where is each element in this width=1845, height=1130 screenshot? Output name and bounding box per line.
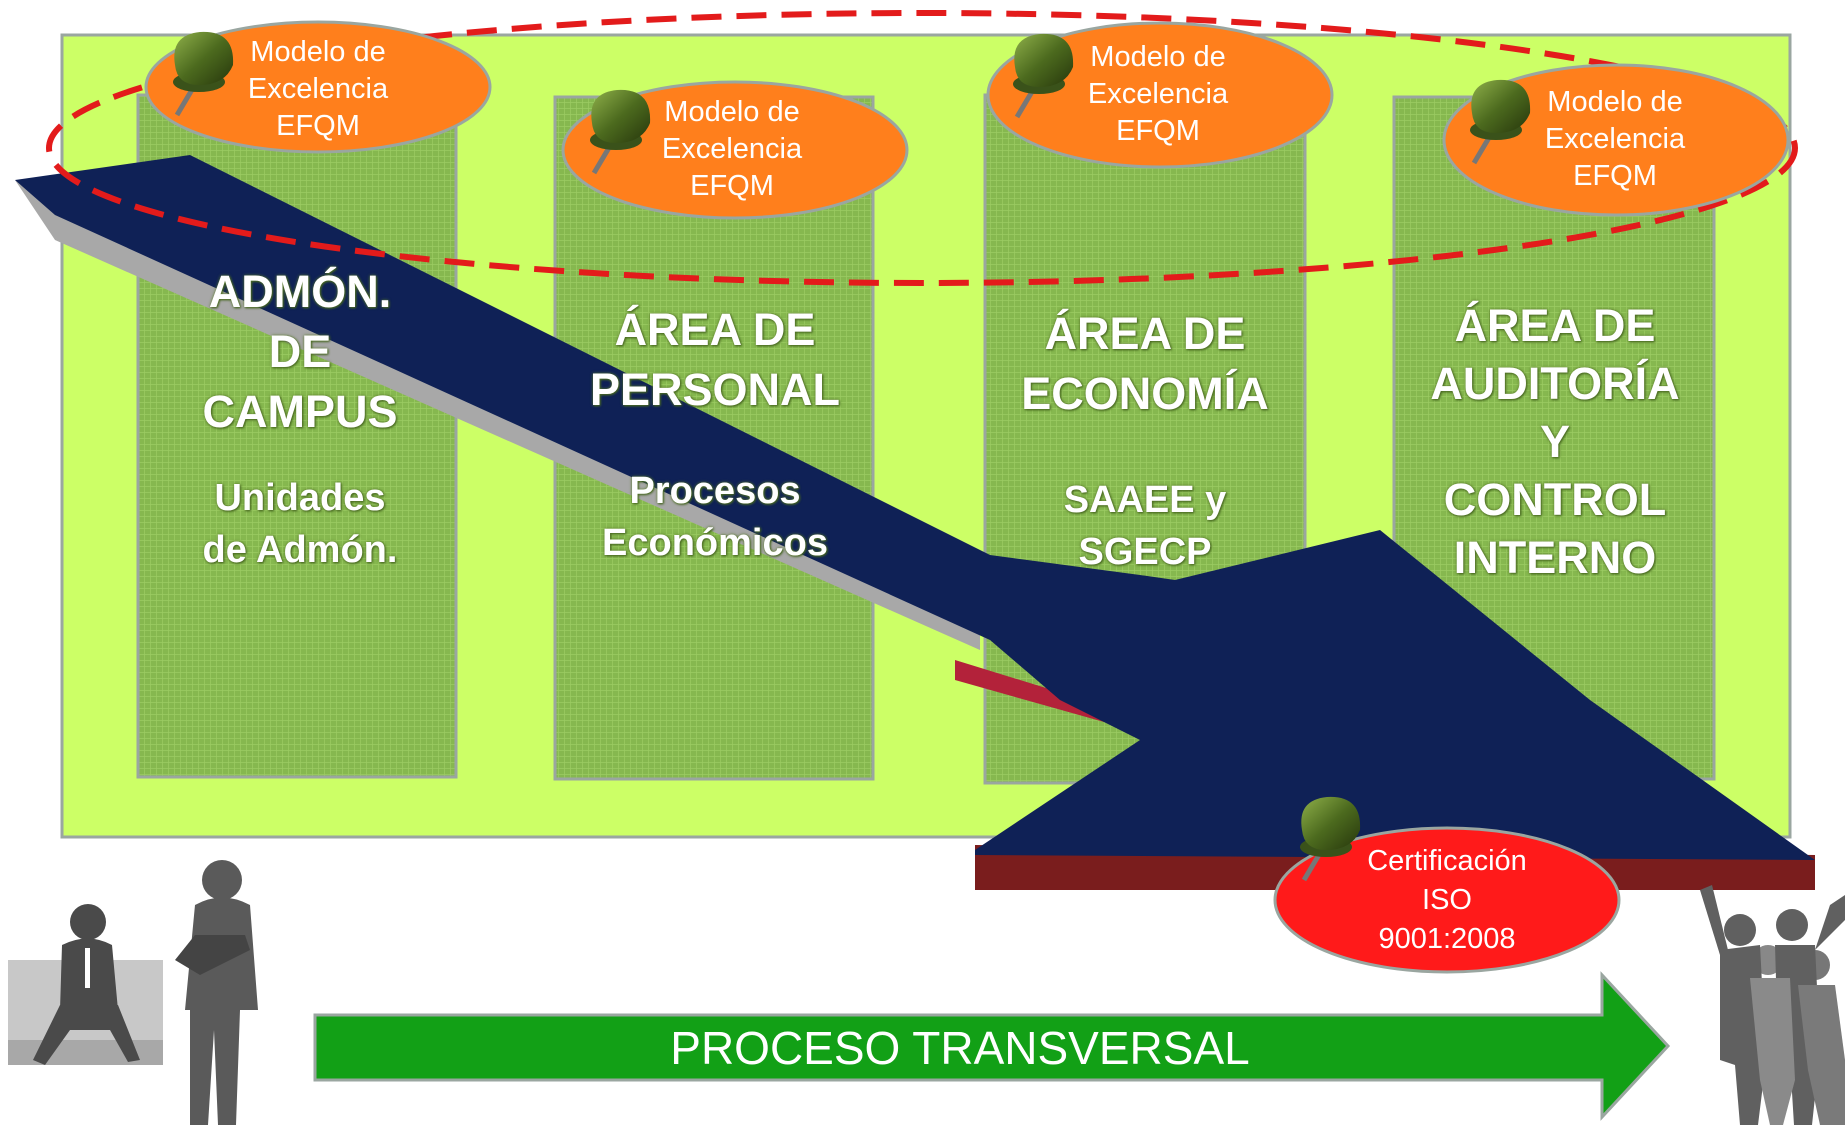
- iso-label: Certificación ISO 9001:2008: [1325, 842, 1569, 959]
- efqm-dashed-ring: [46, 10, 1798, 286]
- column-3-text: ÁREA DE ECONOMÍA SAAEE y SGECP: [990, 304, 1300, 578]
- column-2-title-line: ÁREA DE: [614, 304, 816, 355]
- column-2-subtitle-line: Económicos: [602, 522, 828, 564]
- column-1-title: ADMÓN. DE CAMPUS: [150, 262, 450, 442]
- column-1-subtitle-line: de Admón.: [202, 529, 398, 571]
- pushpin-icon: [1300, 796, 1361, 882]
- column-2-text: ÁREA DE PERSONAL Procesos Económicos: [560, 300, 870, 569]
- column-3-subtitle: SAAEE y SGECP: [990, 474, 1300, 578]
- efqm-line-2: Excelencia: [1544, 123, 1686, 155]
- column-4-title-line: CONTROL: [1443, 474, 1667, 525]
- column-4-title-line: ÁREA DE: [1454, 300, 1656, 351]
- efqm-line-3: EFQM: [276, 110, 360, 142]
- process-arrow: [313, 971, 1671, 1121]
- efqm-line-1: Modelo de: [1547, 86, 1683, 118]
- column-4-title-line: INTERNO: [1453, 532, 1657, 583]
- column-4-title-line: AUDITORÍA: [1430, 358, 1680, 409]
- iso-line-1: Certificación: [1367, 845, 1527, 877]
- column-3-title-line: ECONOMÍA: [1021, 368, 1269, 419]
- pushpin-icon: [173, 31, 234, 117]
- column-1-title-line: CAMPUS: [202, 386, 398, 437]
- pushpin-icon: [590, 89, 651, 175]
- column-2-subtitle-line: Procesos: [629, 470, 801, 512]
- column-4-title-line: Y: [1539, 416, 1570, 467]
- column-3-subtitle-line: SAAEE y: [1063, 479, 1227, 521]
- efqm-line-2: Excelencia: [247, 73, 389, 105]
- iso-line-3: 9001:2008: [1378, 923, 1516, 955]
- iso-line-2: ISO: [1422, 884, 1472, 916]
- column-1-subtitle-line: Unidades: [214, 477, 386, 519]
- efqm-pill-4: [1442, 63, 1790, 217]
- column-1-text: ADMÓN. DE CAMPUS Unidades de Admón.: [150, 262, 450, 576]
- column-1-title-line: ADMÓN.: [208, 266, 392, 317]
- column-2-title: ÁREA DE PERSONAL: [560, 300, 870, 420]
- column-3-title-line: ÁREA DE: [1044, 308, 1246, 359]
- pushpin-icon: [1013, 33, 1074, 119]
- seated-person-icon: [8, 904, 163, 1065]
- column-2-title-line: PERSONAL: [589, 364, 841, 415]
- efqm-line-3: EFQM: [1116, 115, 1200, 147]
- efqm-label-3: Modelo de Excelencia EFQM: [1036, 39, 1280, 150]
- standing-person-icon: [175, 860, 258, 1125]
- efqm-label-1: Modelo de Excelencia EFQM: [196, 34, 440, 145]
- efqm-pill-3: [986, 21, 1334, 169]
- column-4-text: ÁREA DE AUDITORÍA Y CONTROL INTERNO: [1400, 297, 1710, 587]
- pushpin-icon: [1470, 79, 1531, 165]
- efqm-label-4: Modelo de Excelencia EFQM: [1493, 84, 1737, 195]
- efqm-line-2: Excelencia: [1087, 78, 1229, 110]
- efqm-line-3: EFQM: [1573, 160, 1657, 192]
- efqm-line-1: Modelo de: [1090, 41, 1226, 73]
- iso-pill: [1273, 826, 1621, 974]
- celebrating-group-icon: [1700, 885, 1845, 1125]
- column-4-title: ÁREA DE AUDITORÍA Y CONTROL INTERNO: [1400, 297, 1710, 587]
- column-3-title: ÁREA DE ECONOMÍA: [990, 304, 1300, 424]
- column-1-title-line: DE: [268, 326, 332, 377]
- efqm-line-2: Excelencia: [661, 133, 803, 165]
- efqm-line-1: Modelo de: [664, 96, 800, 128]
- efqm-line-1: Modelo de: [250, 36, 386, 68]
- efqm-label-2: Modelo de Excelencia EFQM: [610, 94, 854, 205]
- column-1-subtitle: Unidades de Admón.: [150, 472, 450, 576]
- column-2-subtitle: Procesos Económicos: [560, 465, 870, 569]
- column-3-subtitle-line: SGECP: [1078, 531, 1212, 573]
- process-arrow-label: PROCESO TRANSVERSAL: [670, 1022, 1250, 1074]
- efqm-line-3: EFQM: [690, 170, 774, 202]
